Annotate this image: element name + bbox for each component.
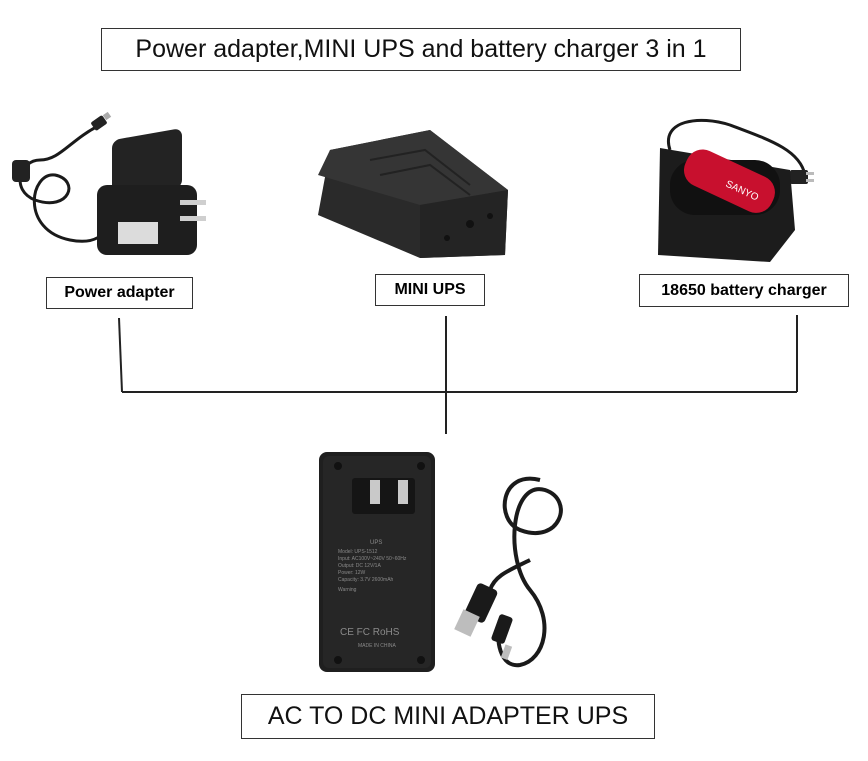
power-adapter-label: Power adapter: [46, 277, 193, 309]
ups-port-icon: [466, 220, 474, 228]
adapter-connector-line: [118, 317, 123, 393]
battery-charger-label: 18650 battery charger: [639, 274, 849, 307]
ups-port-icon: [487, 213, 493, 219]
svg-text:UPS: UPS: [370, 540, 382, 546]
product-name-label: AC TO DC MINI ADAPTER UPS: [241, 694, 655, 739]
svg-text:Output: DC 12V/1A: Output: DC 12V/1A: [338, 563, 381, 569]
charger-cable: [666, 118, 807, 176]
dc-barrel-plug-icon: [491, 614, 513, 644]
svg-text:Power: 12W: Power: 12W: [338, 570, 366, 576]
dc-plug-icon: [91, 115, 107, 131]
ferrite-bead-icon: [12, 160, 30, 182]
adapter-prong: [180, 216, 206, 221]
device-label: UPS Model: UPS-1512 Input: AC100V~240V 5…: [338, 540, 407, 649]
ups-port-icon: [444, 235, 450, 241]
ups-front-face: [420, 190, 508, 258]
adapter-prong: [180, 200, 206, 205]
charger-plug-icon: [790, 170, 808, 184]
device-prong: [370, 480, 380, 504]
usb-a-plug-icon: [464, 583, 498, 623]
certification-marks-icon: CE FC RoHS: [340, 627, 400, 638]
adapter-body-top: [112, 129, 182, 199]
adapter-sticker: [118, 222, 158, 244]
diagram-title: Power adapter,MINI UPS and battery charg…: [101, 28, 741, 71]
usb-cable-cord: [496, 476, 563, 668]
svg-text:Warning: Warning: [338, 587, 357, 593]
battery-cell: [683, 149, 775, 213]
svg-text:Capacity: 3.7V 2600mAh: Capacity: 3.7V 2600mAh: [338, 577, 394, 583]
device-prong: [398, 480, 408, 504]
adapter-cable: [18, 123, 112, 243]
svg-text:Input: AC100V~240V 50~60Hz: Input: AC100V~240V 50~60Hz: [338, 556, 407, 562]
mini-ups-label: MINI UPS: [375, 274, 485, 306]
svg-text:Model: UPS-1512: Model: UPS-1512: [338, 549, 378, 555]
svg-text:MADE IN CHINA: MADE IN CHINA: [358, 643, 396, 649]
